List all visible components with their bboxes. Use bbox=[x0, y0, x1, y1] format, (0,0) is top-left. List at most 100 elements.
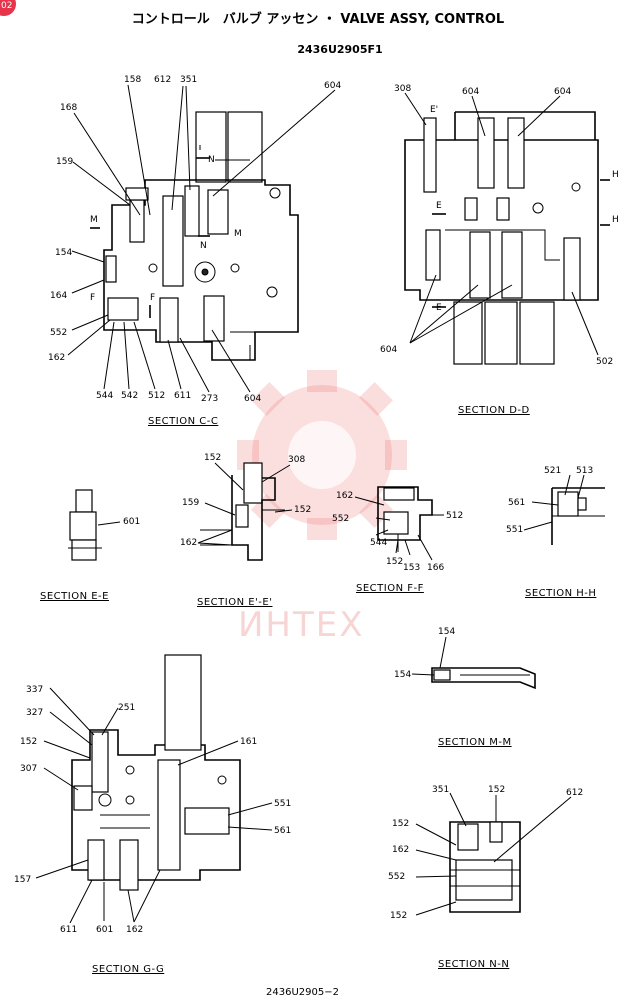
callout-351: 351 bbox=[180, 75, 197, 85]
callout-552: 552 bbox=[332, 514, 349, 524]
callout-159: 159 bbox=[182, 498, 199, 508]
callout-601: 601 bbox=[96, 925, 113, 935]
callout-611: 611 bbox=[60, 925, 77, 935]
section-g-g-drawing bbox=[71, 654, 241, 891]
callout-561: 561 bbox=[508, 498, 525, 508]
callout-351: 351 bbox=[432, 785, 449, 795]
section-e-prime-leaders bbox=[197, 462, 293, 546]
callout-152: 152 bbox=[386, 557, 403, 567]
callout-152: 152 bbox=[204, 453, 221, 463]
callout-154: 154 bbox=[438, 627, 455, 637]
section-e-e-drawing bbox=[68, 489, 121, 561]
section-title: SECTION E'-E' bbox=[197, 597, 272, 608]
section-m-m-drawing bbox=[431, 667, 536, 690]
drawing-code: 2436U2905F1 bbox=[297, 43, 382, 56]
header: 02 コントロール バルブ アッセン ・ VALVE ASSY, CONTROL… bbox=[0, 0, 504, 56]
callout-162: 162 bbox=[48, 353, 65, 363]
page-title: コントロール バルブ アッセン ・ VALVE ASSY, CONTROL bbox=[132, 11, 504, 27]
section-c-c-leaders bbox=[67, 84, 336, 393]
callout-154: 154 bbox=[55, 248, 72, 258]
callout-327: 327 bbox=[26, 708, 43, 718]
callout-502: 502 bbox=[596, 357, 613, 367]
callout-152: 152 bbox=[294, 505, 311, 515]
section-title: SECTION H-H bbox=[525, 588, 596, 599]
watermark-gear-teeth bbox=[237, 370, 407, 540]
section-title: SECTION F-F bbox=[356, 583, 424, 594]
callout-162: 162 bbox=[126, 925, 143, 935]
callout-162: 162 bbox=[336, 491, 353, 501]
section-d-d: 308 E' 604 604 H E H E 604 502 SECTION D… bbox=[380, 84, 619, 416]
callout-512: 512 bbox=[446, 511, 463, 521]
section-title: SECTION M-M bbox=[438, 737, 512, 748]
callout-273: 273 bbox=[201, 394, 218, 404]
section-c-c: 158 612 351 604 168 159 N M N M 154 164 … bbox=[48, 75, 341, 427]
callout-307: 307 bbox=[20, 764, 37, 774]
callout-152: 152 bbox=[20, 737, 37, 747]
section-h-h-leaders bbox=[523, 474, 585, 531]
section-title: SECTION E-E bbox=[40, 591, 109, 602]
callout-337: 337 bbox=[26, 685, 43, 695]
section-h-h: 521 513 561 551 SECTION H-H bbox=[506, 466, 605, 599]
section-mark-e-prime: E' bbox=[430, 105, 438, 115]
callout-512: 512 bbox=[148, 391, 165, 401]
callout-159: 159 bbox=[56, 157, 73, 167]
section-title: SECTION D-D bbox=[458, 405, 530, 416]
section-h-h-labels: 521 513 561 551 bbox=[506, 466, 593, 535]
callout-544: 544 bbox=[96, 391, 113, 401]
section-f-f-leaders bbox=[354, 496, 444, 561]
callout-152: 152 bbox=[392, 819, 409, 829]
callout-308: 308 bbox=[394, 84, 411, 94]
callout-551: 551 bbox=[274, 799, 291, 809]
callout-611: 611 bbox=[174, 391, 191, 401]
section-c-c-labels: 158 612 351 604 168 159 N M N M 154 164 … bbox=[48, 75, 341, 404]
section-mark-m: M bbox=[90, 215, 98, 225]
callout-561: 561 bbox=[274, 826, 291, 836]
callout-152: 152 bbox=[488, 785, 505, 795]
watermark-gear-hole bbox=[288, 421, 356, 489]
callout-551: 551 bbox=[506, 525, 523, 535]
page-badge bbox=[0, 0, 16, 16]
section-m-m: 154 154 SECTION M-M bbox=[394, 627, 536, 748]
watermark: ИНТЕХ bbox=[237, 370, 407, 645]
section-mark-h: H bbox=[612, 170, 619, 180]
callout-604: 604 bbox=[324, 81, 341, 91]
section-h-h-drawing bbox=[551, 487, 605, 545]
callout-604: 604 bbox=[462, 87, 479, 97]
section-f-f: 162 552 512 544 152 153 166 SECTION F-F bbox=[332, 486, 463, 594]
callout-251: 251 bbox=[118, 703, 135, 713]
footer-drawing-code: 2436U2905−2 bbox=[266, 987, 339, 998]
section-mark-n: N bbox=[208, 155, 215, 165]
section-e-e: 601 SECTION E-E bbox=[40, 489, 140, 602]
section-n-n-drawing bbox=[449, 821, 521, 913]
section-g-g-labels: 337 327 251 152 161 307 551 561 157 611 … bbox=[14, 685, 291, 935]
callout-152: 152 bbox=[390, 911, 407, 921]
callout-308: 308 bbox=[288, 455, 305, 465]
section-f-f-labels: 162 552 512 544 152 153 166 bbox=[332, 491, 463, 573]
section-g-g: 337 327 251 152 161 307 551 561 157 611 … bbox=[14, 654, 291, 975]
callout-604: 604 bbox=[244, 394, 261, 404]
section-mark-h: H bbox=[612, 215, 619, 225]
section-e-prime: 152 308 159 152 162 SECTION E'-E' bbox=[180, 453, 311, 608]
callout-162: 162 bbox=[180, 538, 197, 548]
callout-162: 162 bbox=[392, 845, 409, 855]
callout-161: 161 bbox=[240, 737, 257, 747]
callout-158: 158 bbox=[124, 75, 141, 85]
section-title: SECTION G-G bbox=[92, 964, 164, 975]
callout-521: 521 bbox=[544, 466, 561, 476]
section-title: SECTION C-C bbox=[148, 416, 218, 427]
section-mark-e: E bbox=[436, 201, 442, 211]
section-n-n: 351 152 612 152 162 552 152 SECTION N-N bbox=[388, 785, 583, 970]
section-c-c-drawing bbox=[90, 111, 299, 361]
callout-552: 552 bbox=[50, 328, 67, 338]
section-mark-m: M bbox=[234, 229, 242, 239]
leader-line bbox=[411, 673, 435, 676]
section-title: SECTION N-N bbox=[438, 959, 509, 970]
callout-612: 612 bbox=[154, 75, 171, 85]
callout-612: 612 bbox=[566, 788, 583, 798]
section-d-d-drawing bbox=[404, 111, 610, 365]
callout-601: 601 bbox=[123, 517, 140, 527]
section-mark-e: E bbox=[436, 303, 442, 313]
callout-164: 164 bbox=[50, 291, 67, 301]
section-f-f-drawing bbox=[377, 486, 433, 552]
